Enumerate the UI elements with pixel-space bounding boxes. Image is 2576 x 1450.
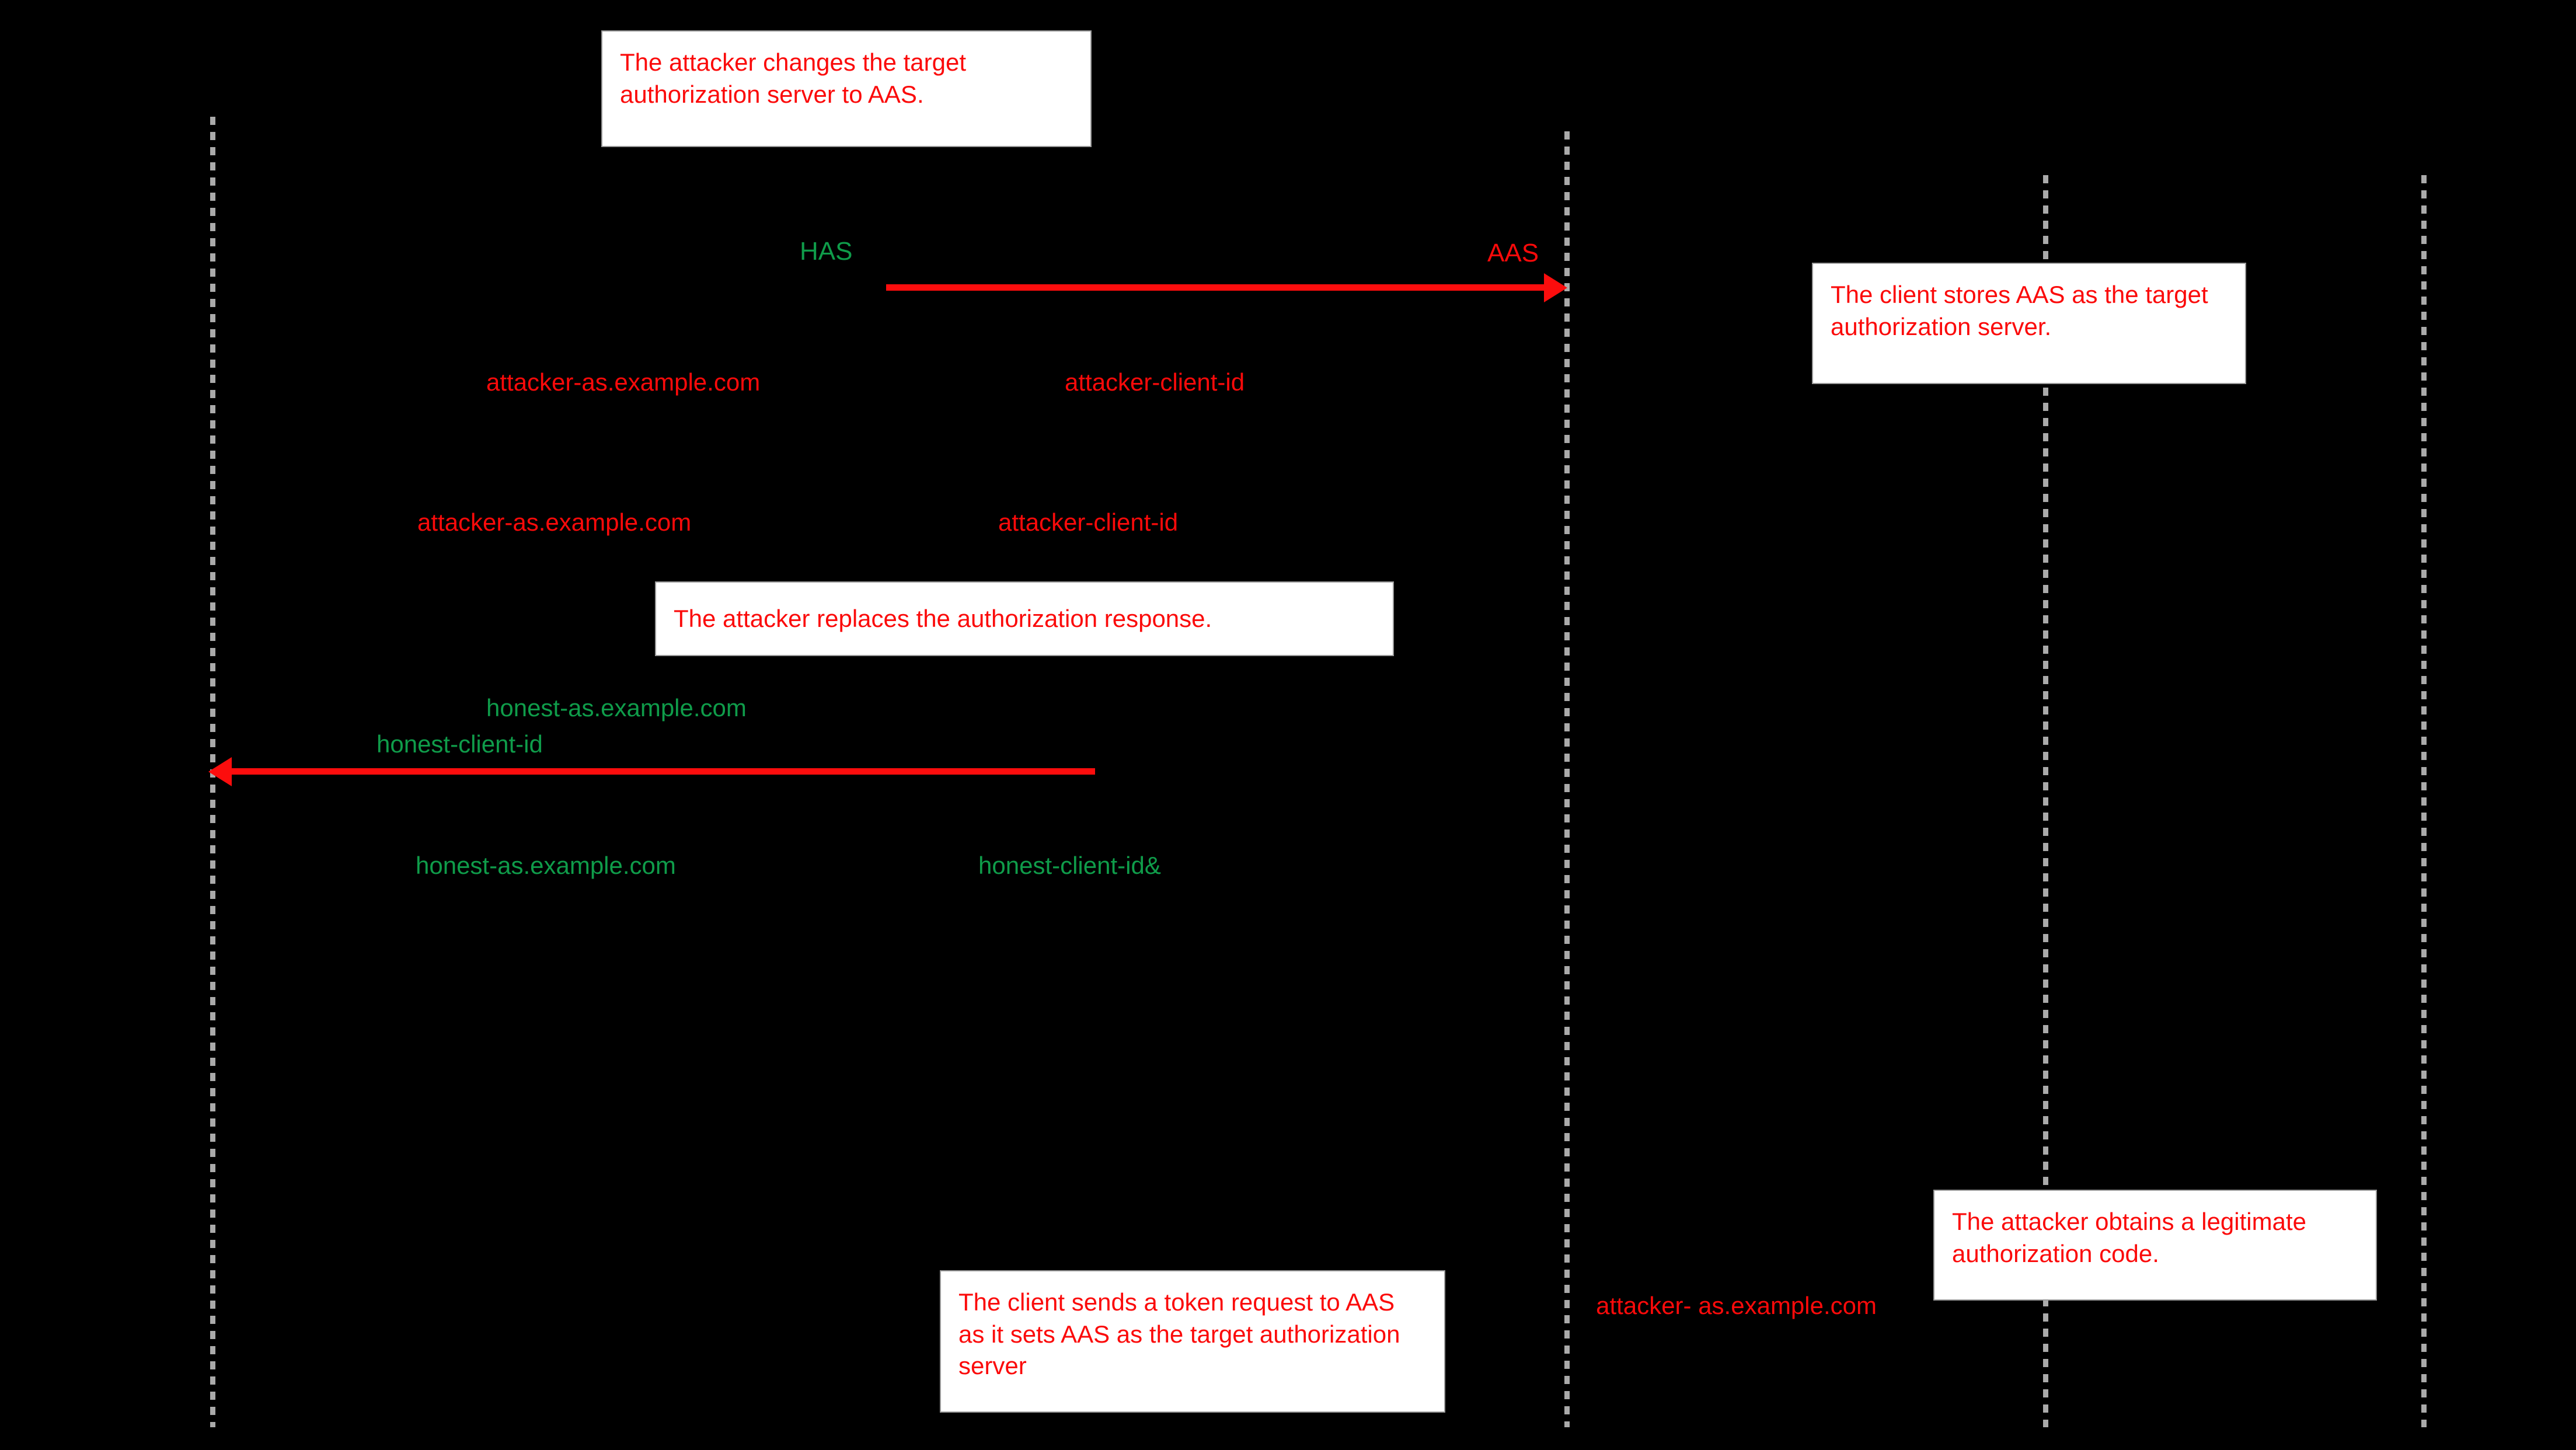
label-attacker-client-id-2: attacker-client-id <box>998 508 1179 536</box>
label-honest-client-id-2: honest-client-id& <box>978 852 1161 879</box>
lifeline-2 <box>1564 131 1570 1427</box>
note-attacker-replaces-response: The attacker replaces the authorization … <box>655 581 1394 656</box>
label-attacker-as-1: attacker-as.example.com <box>486 368 761 396</box>
message-arrow-2-head <box>208 757 232 786</box>
label-attacker-client-id-1: attacker-client-id <box>1065 368 1245 396</box>
participant-label-has: HAS <box>800 237 853 266</box>
message-arrow-2-line <box>231 768 1095 775</box>
label-honest-as-2: honest-as.example.com <box>416 852 676 879</box>
label-honest-as-1: honest-as.example.com <box>486 694 747 721</box>
note-attacker-obtains-code: The attacker obtains a legitimate author… <box>1933 1190 2377 1301</box>
message-arrow-1-line <box>886 284 1545 291</box>
label-attacker-as-3: attacker- as.example.com <box>1596 1292 1877 1319</box>
lifeline-3 <box>2043 175 2048 1427</box>
label-honest-client-id-1: honest-client-id <box>377 730 543 758</box>
lifeline-4 <box>2421 175 2427 1427</box>
note-client-stores-aas: The client stores AAS as the target auth… <box>1812 263 2246 384</box>
note-client-sends-token-request: The client sends a token request to AAS … <box>940 1270 1445 1413</box>
participant-label-aas: AAS <box>1487 239 1539 267</box>
note-attacker-changes-target: The attacker changes the target authoriz… <box>601 30 1092 147</box>
message-arrow-1-head <box>1544 273 1567 302</box>
label-attacker-as-2: attacker-as.example.com <box>417 508 692 536</box>
